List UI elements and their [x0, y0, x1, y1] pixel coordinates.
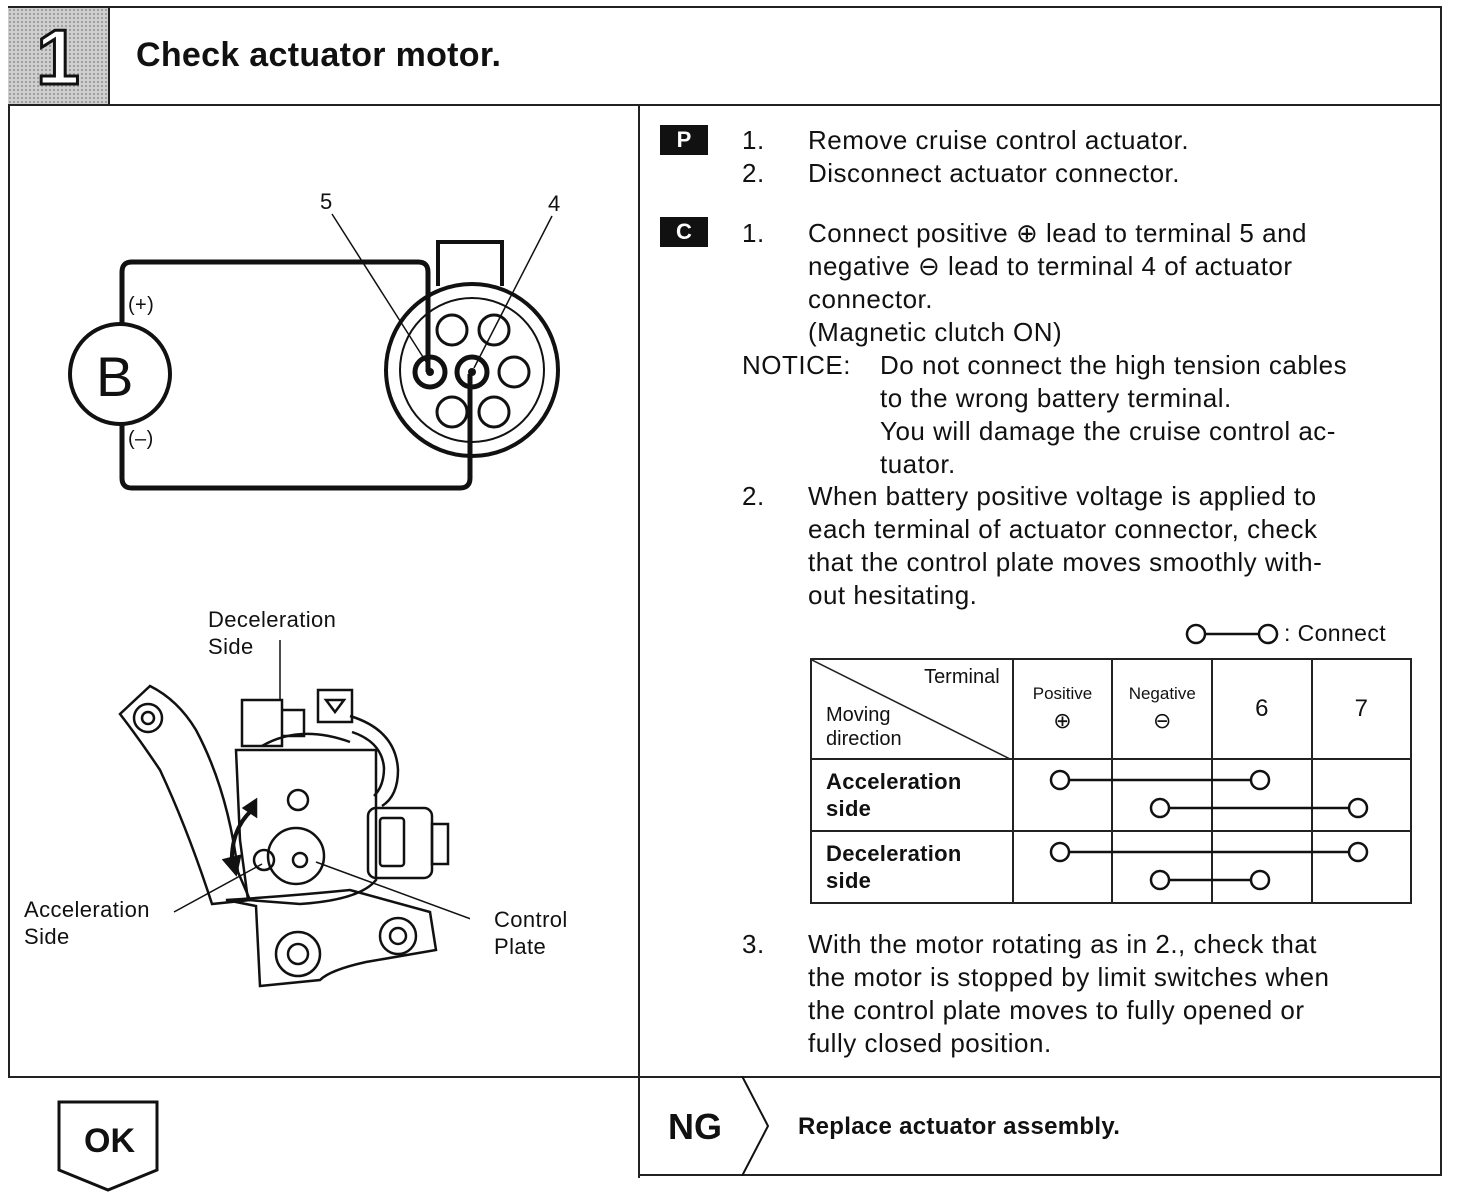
connection-terminal-mark: [1249, 869, 1271, 891]
connection-terminal-mark: [1249, 769, 1271, 791]
pin: [477, 395, 511, 429]
check-step3-line: With the motor rotating as in 2., check …: [808, 929, 1318, 959]
control-plate-pivot: [252, 848, 276, 872]
corner-direction: direction: [826, 728, 902, 750]
connection-terminal-mark: [1149, 797, 1171, 819]
actuator-illustration: [118, 640, 470, 988]
table-corner: Terminal Moving direction: [810, 658, 1014, 760]
column-header-6: 6: [1211, 658, 1313, 760]
notice-label: NOTICE:: [742, 350, 851, 380]
acceleration-side-label-line2: Side: [24, 924, 70, 949]
connector-key: [436, 240, 504, 286]
row-label-acceleration: Acceleration side: [810, 758, 1014, 832]
connector-inner: [399, 297, 545, 443]
prep-step-text: Remove cruise control actuator.: [808, 125, 1190, 155]
check-badge: C: [660, 217, 708, 247]
corner-moving: Moving: [826, 704, 891, 726]
notice-line: Do not connect the high tension cables: [880, 350, 1348, 380]
positive-wire: [119, 259, 431, 372]
check-step2-number: 2.: [742, 481, 765, 511]
acceleration-side-label-line1: Acceleration: [24, 897, 150, 922]
terminal-4-label: 4: [548, 191, 561, 216]
body-bottom-line: [8, 1076, 1442, 1078]
header-vertical-divider: [108, 6, 110, 106]
deceleration-side-label-line1: Deceleration: [208, 607, 337, 632]
frame-right: [1440, 6, 1442, 1176]
connector-body: [384, 282, 560, 458]
pin: [497, 355, 531, 389]
check-step1-line: negative ⊖ lead to terminal 4 of actuato…: [808, 251, 1293, 281]
prep-badge: P: [660, 125, 708, 155]
connect-legend-text: : Connect: [1284, 620, 1387, 646]
check-step1-line: Connect positive ⊕ lead to terminal 5 an…: [808, 218, 1307, 248]
connection-terminal-mark: [1347, 841, 1369, 863]
bracket-hole: [132, 702, 164, 734]
wiring-diagram: [68, 213, 560, 491]
deceleration-side-label-line2: Side: [208, 634, 254, 659]
check-step2-line: When battery positive voltage is applied…: [808, 481, 1317, 511]
notice-line: to the wrong battery terminal.: [880, 383, 1232, 413]
header-divider: [8, 104, 1442, 106]
control-plate-label-line1: Control: [494, 907, 568, 932]
lower-bracket: [225, 888, 438, 988]
notice-line: tuator.: [880, 449, 956, 479]
actuator-body: [234, 748, 378, 906]
negative-wire: [119, 374, 473, 491]
connection-terminal-mark: [1347, 797, 1369, 819]
frame-bottom: [640, 1174, 1442, 1176]
check-step3-number: 3.: [742, 929, 765, 959]
terminal-5-label: 5: [320, 189, 333, 214]
connection-terminal-mark: [1149, 869, 1171, 891]
check-step2-line: out hesitating.: [808, 580, 978, 610]
check-step1-line: (Magnetic clutch ON): [808, 317, 1063, 347]
connection-terminal-mark: [1049, 841, 1071, 863]
ok-label: OK: [84, 1122, 135, 1160]
check-step3-line: the motor is stopped by limit switches w…: [808, 962, 1330, 992]
step-number-box: [8, 8, 108, 104]
column-header-positive: Positive ⊕: [1011, 658, 1114, 760]
column-header-negative: Negative ⊖: [1111, 658, 1214, 760]
pin-terminal-4: [454, 354, 490, 390]
page-title: Check actuator motor.: [136, 36, 502, 74]
check-step1-number: 1.: [742, 218, 765, 248]
step-number: 1: [35, 13, 81, 101]
check-step1-line: connector.: [808, 284, 933, 314]
check-step2-line: each terminal of actuator connector, che…: [808, 514, 1318, 544]
connect-legend-symbol: [1185, 623, 1279, 645]
check-step3-line: the control plate moves to fully opened …: [808, 995, 1305, 1025]
leader-4: [473, 215, 553, 369]
connection-table: Terminal Moving direction Positive ⊕ Neg…: [810, 658, 1413, 904]
battery-positive-label: (+): [128, 294, 155, 316]
battery-label: B: [96, 345, 134, 408]
control-plate: [266, 826, 326, 886]
column-divider: [638, 104, 640, 1178]
frame-left: [8, 6, 10, 1078]
pin: [477, 313, 511, 347]
leader-5: [331, 213, 431, 369]
ok-result-box: [57, 1100, 159, 1192]
notice-line: You will damage the cruise control ac-: [880, 416, 1336, 446]
pin: [435, 395, 469, 429]
check-step2-line: that the control plate moves smoothly wi…: [808, 547, 1323, 577]
control-plate-label-line2: Plate: [494, 934, 547, 959]
frame-top: [8, 6, 1442, 8]
prep-step-number: 1.: [742, 125, 765, 155]
ng-chevron: [741, 1076, 770, 1176]
prep-step-text: Disconnect actuator connector.: [808, 158, 1180, 188]
ng-action: Replace actuator assembly.: [798, 1113, 1121, 1140]
column-header-7: 7: [1310, 658, 1413, 760]
pin-terminal-5: [412, 354, 448, 390]
check-step3-line: fully closed position.: [808, 1028, 1052, 1058]
hose: [349, 714, 400, 808]
bracket-arm: [118, 684, 252, 906]
battery-negative-label: (–): [128, 428, 154, 450]
connection-terminal-mark: [1049, 769, 1071, 791]
ng-label: NG: [668, 1106, 722, 1147]
corner-terminal: Terminal: [924, 666, 1000, 688]
row-label-deceleration: Deceleration side: [810, 830, 1014, 904]
pin: [435, 313, 469, 347]
connection-marks: [1049, 769, 1369, 891]
prep-step-number: 2.: [742, 158, 765, 188]
